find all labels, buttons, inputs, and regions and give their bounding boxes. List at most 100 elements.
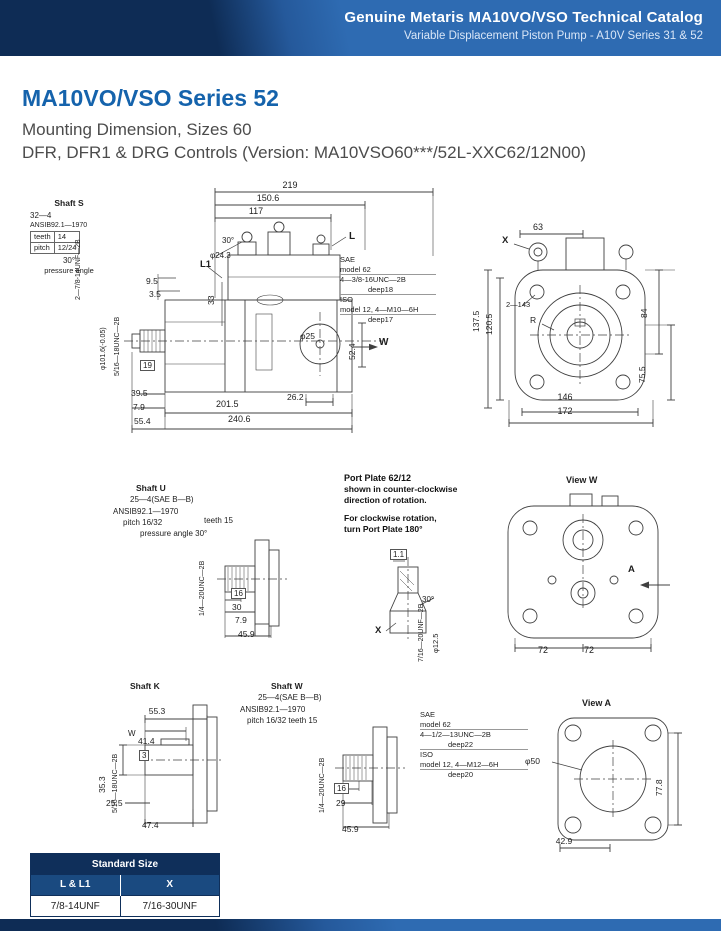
dim-150-6: 150.6 (256, 193, 280, 203)
dim-39-5: 39.5 (131, 388, 148, 398)
shaft-s-standard: ANSIB92.1—1970 (30, 222, 88, 229)
port-l-label: L (349, 231, 356, 242)
dim-2-143-holes: 2—143 (506, 300, 531, 309)
page-subtitle-2: DFR, DFR1 & DRG Controls (Version: MA10V… (22, 143, 587, 162)
shaft-s-spec-table: teeth 14 pitch 12/24 (30, 231, 81, 254)
dim-dia-25: φ25 (300, 331, 315, 341)
view-a-sae-depth: deep22 (420, 740, 528, 750)
dim-55-4: 55.4 (134, 416, 151, 426)
shaft-u-dim-45-9: 45.9 (238, 629, 255, 639)
view-w-arrow-label: W (379, 337, 389, 348)
view-w-dim-72-left: 72 (537, 645, 548, 655)
view-a-iso-model: model 12, 4—M12—6H (420, 760, 528, 770)
dim-201-5: 201.5 (216, 399, 239, 409)
shaft-u-dim-16: 16 (231, 588, 246, 599)
standard-size-value-l-l1: 7/8-14UNF (30, 895, 121, 917)
dim-240-6: 240.6 (228, 414, 251, 424)
sae-thread: 4—3/8-16UNC—2B (340, 275, 406, 284)
shaft-u-pitch: pitch 16/32 (123, 518, 163, 527)
shaft-u-dim-30: 30 (232, 602, 242, 612)
dim-52-4: 52.4 (347, 343, 357, 360)
shaft-u-dim-7-9: 7.9 (235, 615, 247, 625)
dim-219: 219 (282, 180, 298, 190)
shaft-u-teeth: teeth 15 (204, 516, 233, 525)
shaft-w-dim-29: 29 (336, 798, 346, 808)
shaft-u-standard: ANSIB92.1—1970 (113, 507, 179, 516)
view-a-dim-42-9: 42.9 (555, 836, 573, 846)
port-plate-note-line4: turn Port Plate 180° (344, 524, 423, 534)
front-view-drawing (484, 230, 675, 427)
standard-size-col-x: X (119, 874, 220, 896)
shaft-w-thread: 1/4—20UNC—2B (319, 757, 326, 813)
port-r-label: R (530, 315, 537, 325)
main-sae-iso-callout: SAE model 62 4—3/8-16UNC—2B deep18 ISO m… (340, 255, 436, 325)
dim-3-5: 3.5 (149, 289, 161, 299)
sae-depth: deep18 (340, 285, 436, 295)
view-a-sae-label: SAE (420, 710, 436, 719)
standard-size-col-l-l1: L & L1 (30, 874, 120, 896)
port-plate-title: Port Plate 62/12 (344, 473, 412, 483)
dim-137-5: 137.5 (471, 310, 481, 332)
dim-thread-top: 2—7/8-14UNF—2B (75, 239, 82, 300)
standard-size-value-x: 7/16-30UNF (119, 895, 220, 917)
shaft-w-pitch-teeth: pitch 16/32 teeth 15 (247, 716, 318, 725)
dim-33: 33 (206, 295, 216, 305)
shaft-u-thread: 1/4—20UNC—2B (199, 560, 206, 616)
shaft-k-dim-35-3: 35.3 (97, 776, 107, 793)
header-bar: Genuine Metaris MA10VO/VSO Technical Cat… (0, 0, 721, 56)
shaft-s-spline: 32—4 (30, 211, 52, 220)
dim-84: 84 (639, 308, 649, 318)
shaft-s-pitch-value: 12/24 (53, 242, 81, 254)
main-side-view-drawing (124, 188, 434, 433)
view-a-dim-77-8: 77.8 (654, 779, 664, 796)
shaft-s-title: Shaft S (54, 198, 84, 208)
view-w-title: View W (566, 475, 598, 485)
port-plate-notes: Port Plate 62/12 shown in counter-clockw… (344, 473, 494, 535)
iso-model: model 12, 4—M10—6H (340, 305, 436, 315)
view-a-dia-50: φ50 (525, 756, 540, 766)
view-a-title: View A (582, 698, 612, 708)
shaft-w-spline: 25—4(SAE B—B) (258, 693, 322, 702)
shaft-u-angle: pressure angle 30° (140, 529, 208, 538)
dim-dia-24-3: φ24.3 (210, 251, 231, 260)
port-plate-x-label: X (375, 625, 382, 636)
dim-117: 117 (248, 206, 264, 216)
header-text: Genuine Metaris MA10VO/VSO Technical Cat… (344, 9, 703, 42)
dim-dia-101-6: φ101.6(-0.05) (100, 327, 107, 370)
port-plate-detail-drawing (385, 557, 435, 641)
port-l1-label: L1 (200, 259, 212, 270)
dim-172: 172 (557, 406, 573, 416)
sae-label: SAE (340, 255, 356, 264)
dim-7-9: 7.9 (133, 402, 145, 412)
port-plate-angle-30: 30° (422, 595, 435, 604)
dim-thread-left: 5/16—18UNC—2B (114, 316, 121, 376)
dim-9-5: 9.5 (146, 276, 158, 286)
shaft-k-dim-47-4: 47.4 (142, 820, 159, 830)
sae-model: model 62 (340, 265, 436, 275)
catalog-title: Genuine Metaris MA10VO/VSO Technical Cat… (344, 9, 703, 26)
view-a-drawing (551, 717, 682, 852)
dim-75-5: 75.5 (637, 366, 647, 383)
view-a-sae-model: model 62 (420, 720, 528, 730)
dim-120-5: 120.5 (484, 313, 494, 335)
port-plate-thread: 7/16—20UNF—2B (418, 603, 425, 662)
view-a-sae-iso-callout: SAE model 62 4—1/2—13UNC—2B deep22 ISO m… (420, 710, 528, 780)
shaft-w-standard: ANSIB92.1—1970 (240, 705, 306, 714)
shaft-k-drawing (119, 704, 223, 827)
standard-size-table: Standard Size L & L1 X 7/8-14UNF 7/16-30… (30, 853, 220, 917)
shaft-u-spline: 25—4(SAE B—B) (130, 495, 194, 504)
page-title: MA10VO/VSO Series 52 (22, 85, 279, 111)
view-w-drawing (507, 493, 670, 652)
dim-26-2: 26.2 (287, 392, 304, 402)
standard-size-header: Standard Size (30, 853, 220, 875)
catalog-subtitle: Variable Displacement Piston Pump - A10V… (404, 30, 703, 42)
view-a-iso-label: ISO (420, 750, 433, 759)
shaft-s-teeth-label: teeth (30, 231, 55, 243)
shaft-s-pitch-label: pitch (30, 242, 55, 254)
shaft-k-w-label: W (128, 729, 136, 738)
shaft-u-title: Shaft U (136, 483, 166, 493)
port-plate-note-line3: For clockwise rotation, (344, 513, 437, 523)
view-a-iso-depth: deep20 (448, 770, 474, 779)
dim-146: 146 (557, 392, 573, 402)
shaft-w-drawing (335, 726, 405, 829)
